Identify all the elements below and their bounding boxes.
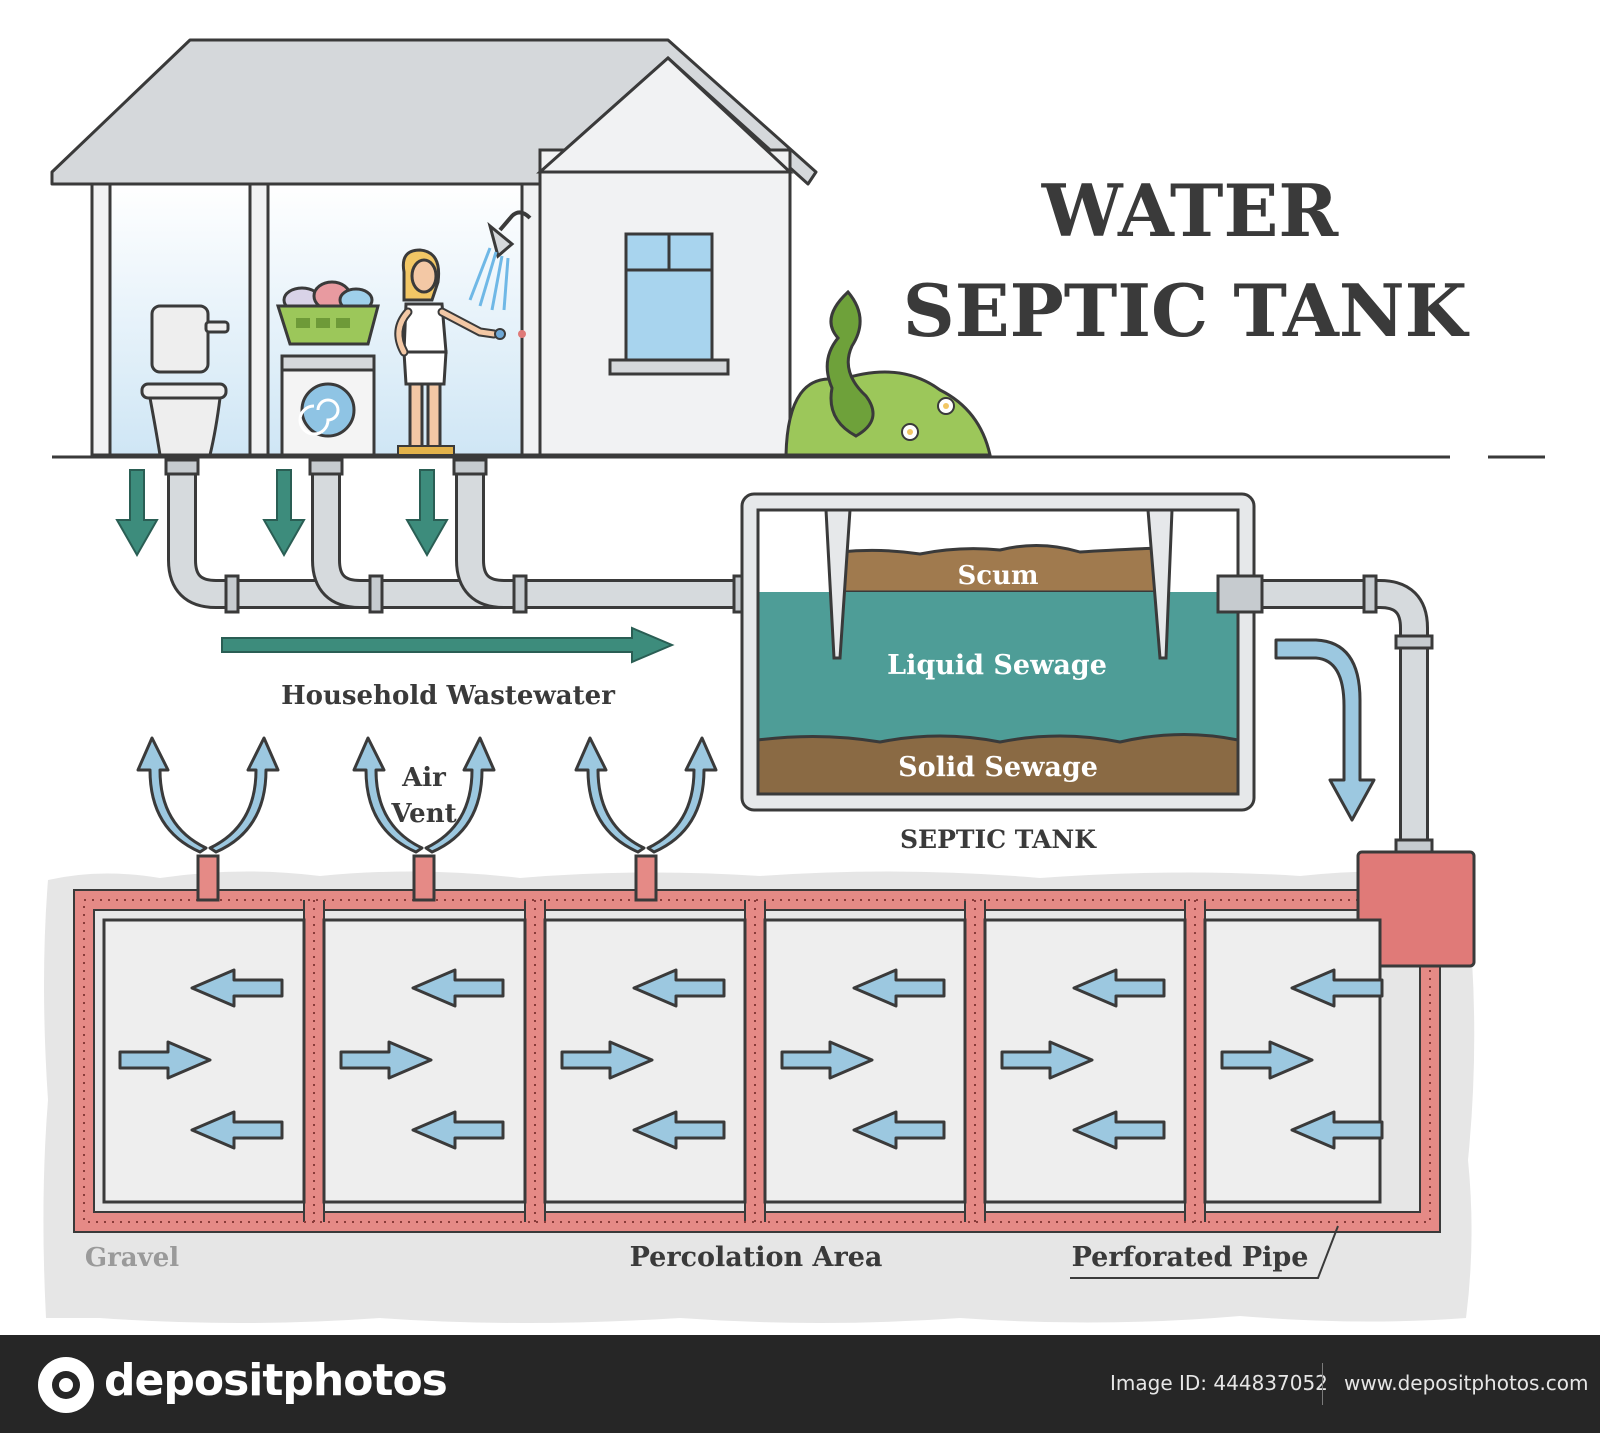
septic-tank: Scum Liquid Sewage Solid Sewage — [740, 492, 1256, 812]
right-arrow-icon — [118, 1040, 212, 1080]
laundry-basket-icon — [275, 280, 380, 346]
septic-system-diagram: WATER SEPTIC TANK Household Wastewater — [43, 38, 1545, 1323]
septic-tank-label: SEPTIC TANK — [900, 825, 1097, 854]
title: WATER SEPTIC TANK — [903, 168, 1470, 353]
left-arrow-icon — [411, 1110, 505, 1150]
drain-pipes — [164, 458, 780, 614]
wastewater-flow-arrow — [221, 626, 675, 664]
depositphotos-logo-icon — [38, 1357, 94, 1413]
vent-arrow-icon — [646, 736, 718, 854]
house-window — [608, 232, 730, 376]
left-arrow-icon — [411, 968, 505, 1008]
scum-layer — [838, 544, 1160, 594]
vent-arrow-icon — [424, 736, 496, 854]
liquid-sewage-label: Liquid Sewage — [887, 650, 1107, 681]
house — [50, 38, 818, 457]
cell-flow-arrows — [118, 968, 1384, 1150]
brand-name: depositphotos — [104, 1355, 448, 1406]
title-line-2: SEPTIC TANK — [903, 268, 1470, 353]
vent-arrow-icon — [574, 736, 646, 854]
porch-post — [248, 182, 270, 457]
down-arrow-icon — [262, 469, 306, 558]
left-arrow-icon — [190, 968, 284, 1008]
perforated-pipe-network — [73, 854, 1441, 1233]
left-arrow-icon — [852, 968, 946, 1008]
scum-label: Scum — [957, 561, 1038, 591]
vent-arrow-icon — [352, 736, 424, 854]
toilet-icon — [140, 304, 230, 457]
perforated-pipe-label: Perforated Pipe — [1072, 1242, 1309, 1273]
person-icon — [394, 248, 526, 456]
left-arrow-icon — [632, 1110, 726, 1150]
image-id: Image ID: 444837052 — [1110, 1371, 1328, 1395]
outlet-flow-arrow — [1274, 638, 1376, 822]
air-vent-label-line-2: Vent — [390, 799, 456, 829]
air-vent-arrows — [136, 736, 718, 854]
title-line-1: WATER — [1041, 168, 1340, 253]
household-wastewater-label: Household Wastewater — [281, 681, 615, 711]
left-arrow-icon — [1290, 1110, 1384, 1150]
gable — [536, 55, 794, 174]
percolation-area-label: Percolation Area — [630, 1242, 883, 1273]
site-url: www.depositphotos.com — [1344, 1371, 1589, 1395]
air-vent-stub — [196, 854, 220, 902]
right-arrow-icon — [1220, 1040, 1314, 1080]
down-arrow-icon — [405, 469, 449, 558]
porch-post — [90, 182, 112, 457]
vent-arrow-icon — [208, 736, 280, 854]
solid-layer — [756, 732, 1240, 796]
down-arrow-icon — [115, 469, 159, 558]
left-arrow-icon — [852, 1110, 946, 1150]
right-arrow-icon — [780, 1040, 874, 1080]
footer-divider — [1322, 1363, 1323, 1405]
shower-icon — [468, 210, 532, 311]
left-arrow-icon — [1072, 968, 1166, 1008]
gravel-label: Gravel — [85, 1243, 179, 1273]
left-arrow-icon — [190, 1110, 284, 1150]
liquid-layer — [758, 592, 1238, 742]
left-arrow-icon — [1072, 1110, 1166, 1150]
right-arrow-icon — [1000, 1040, 1094, 1080]
left-arrow-icon — [1290, 968, 1384, 1008]
air-vent-label-line-1: Air — [401, 763, 446, 793]
solid-sewage-label: Solid Sewage — [898, 752, 1098, 783]
air-vent-stub — [412, 854, 436, 902]
vent-arrow-icon — [136, 736, 208, 854]
down-flow-arrows — [115, 469, 449, 558]
air-vent-stub — [634, 854, 658, 902]
right-arrow-icon — [339, 1040, 433, 1080]
porch-post — [520, 182, 542, 457]
right-arrow-icon — [560, 1040, 654, 1080]
distribution-box — [1356, 850, 1476, 968]
garden-plant-icon — [784, 289, 992, 457]
perforated-pipe-leader — [1070, 1225, 1339, 1279]
left-arrow-icon — [632, 968, 726, 1008]
footer-bar: depositphotos Image ID: 444837052 www.de… — [0, 1335, 1600, 1433]
washing-machine-icon — [280, 354, 376, 457]
